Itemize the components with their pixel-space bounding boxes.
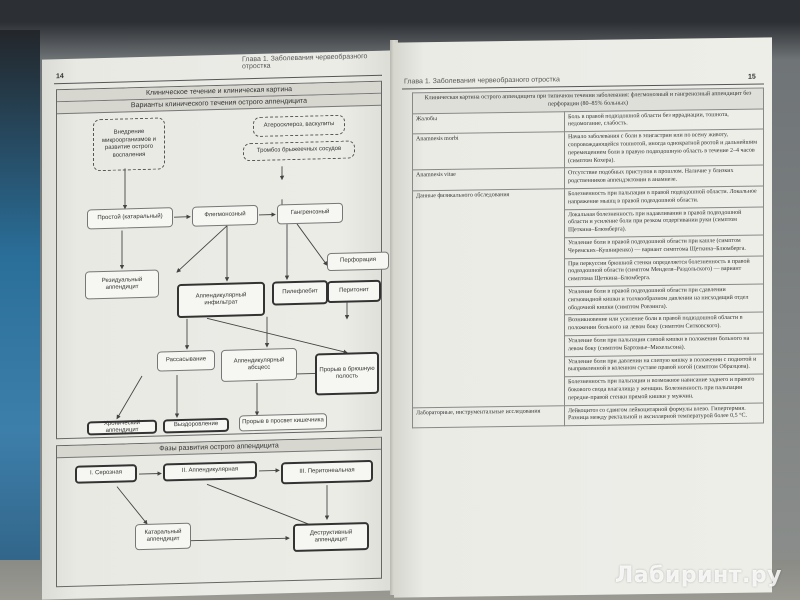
row-paragraph: Болезненность при пальпации и возможное … xyxy=(568,376,755,401)
row-content: Лейкоцитоз со сдвигом лейкоцитарной форм… xyxy=(564,402,764,426)
box-chronic: Хронический аппендицит xyxy=(87,420,157,436)
box-pylephlebitis: Пилефлебит xyxy=(272,280,328,306)
box-destructive: Деструктивный аппендицит xyxy=(293,522,369,553)
row-paragraph: Локальная болезненность при надавливании… xyxy=(565,207,763,239)
row-paragraph: Возникновение или усиление боли в правой… xyxy=(565,312,763,337)
background-photo-left xyxy=(0,30,40,600)
page-number-left: 14 xyxy=(56,73,64,81)
row-label: Жалобы xyxy=(412,111,565,135)
row-content: Болезненность при пальпации в правой под… xyxy=(564,185,764,406)
row-label: Данные физикального обследования xyxy=(412,188,565,408)
box-phlegmonous: Флегмонозный xyxy=(192,204,258,227)
running-head-left: Глава 1. Заболевания червеобразного отро… xyxy=(242,53,368,71)
flowchart-phases: Фазы развития острого аппендицита I. Сер… xyxy=(56,436,382,588)
row-paragraph: При перкуссии брюшной стенки определяетс… xyxy=(565,256,763,288)
watermark-logo: Лабиринт.ру xyxy=(615,563,782,588)
box-recovery: Выздоровление xyxy=(163,417,229,434)
phases-arrows xyxy=(116,468,330,542)
box-simple: Простой (катаральный) xyxy=(87,207,173,230)
box-catarrhal: Катаральный аппендицит xyxy=(135,522,191,551)
row-paragraph: Усиление боли в правой подвздошной облас… xyxy=(565,284,763,316)
running-head-right: Глава 1. Заболевания червеобразного отро… xyxy=(404,76,560,86)
table-row: Лабораторные, инструментальные исследова… xyxy=(412,402,764,428)
box-abscess: Аппендикулярный абсцесс xyxy=(221,347,297,382)
row-paragraph: Усиление боли при давлении на слепую киш… xyxy=(565,354,763,378)
flowchart-variants: Клиническое течение и клиническая картин… xyxy=(56,80,389,440)
clinical-table: Клиническая картина острого аппендицита … xyxy=(412,87,764,428)
box-thrombosis: Тромбоз брыжеечных сосудов xyxy=(243,140,355,162)
row-content: Начало заболевания с боли в эпигастрии и… xyxy=(564,129,764,169)
page-number-right: 15 xyxy=(748,73,756,81)
box-appendicular-phase: II. Аппендикулярная xyxy=(163,460,257,482)
flowchart-arrows xyxy=(116,166,350,420)
box-residual: Резидуальный аппендицит xyxy=(85,269,159,300)
row-paragraph: Усиление боли в правой подвздошной облас… xyxy=(565,235,763,259)
box-atherosclerosis: Атеросклероз, васкулиты xyxy=(253,114,345,138)
row-paragraph: Болезненность при пальпации в правой под… xyxy=(565,186,763,210)
box-peritonitis: Перитонит xyxy=(327,279,381,304)
box-infiltrate: Аппендикулярный инфильтрат xyxy=(177,281,265,319)
row-paragraph: Усиление боли при пальпации слепой кишки… xyxy=(565,333,763,357)
row-label: Anamnesis vitae xyxy=(412,168,565,191)
row-label: Anamnesis morbi xyxy=(412,131,565,171)
box-resorption: Рассасывание xyxy=(157,350,215,372)
box-breakthrough-intestine: Прорыв в просвет кишечника xyxy=(239,413,327,432)
box-breakthrough-cavity: Прорыв в брюшную полость xyxy=(315,351,379,396)
box-gangrenous: Гангренозный xyxy=(277,202,343,225)
box-peritoneal-phase: III. Перитонеальная xyxy=(281,459,373,485)
box-serous: I. Серозная xyxy=(75,464,137,484)
row-label: Лабораторные, инструментальные исследова… xyxy=(412,405,565,428)
left-page: 14 Глава 1. Заболевания червеобразного о… xyxy=(42,50,394,600)
box-perforation: Перфорация xyxy=(327,251,389,272)
row-content: Боль в правой подвздошной области без ир… xyxy=(564,108,764,132)
box-microorganisms: Внедрение микроорганизмов и развитие ост… xyxy=(93,117,165,172)
right-page: Глава 1. Заболевания червеобразного отро… xyxy=(394,37,772,598)
row-content: Отсутствие подобных приступов в прошлом.… xyxy=(564,165,764,189)
